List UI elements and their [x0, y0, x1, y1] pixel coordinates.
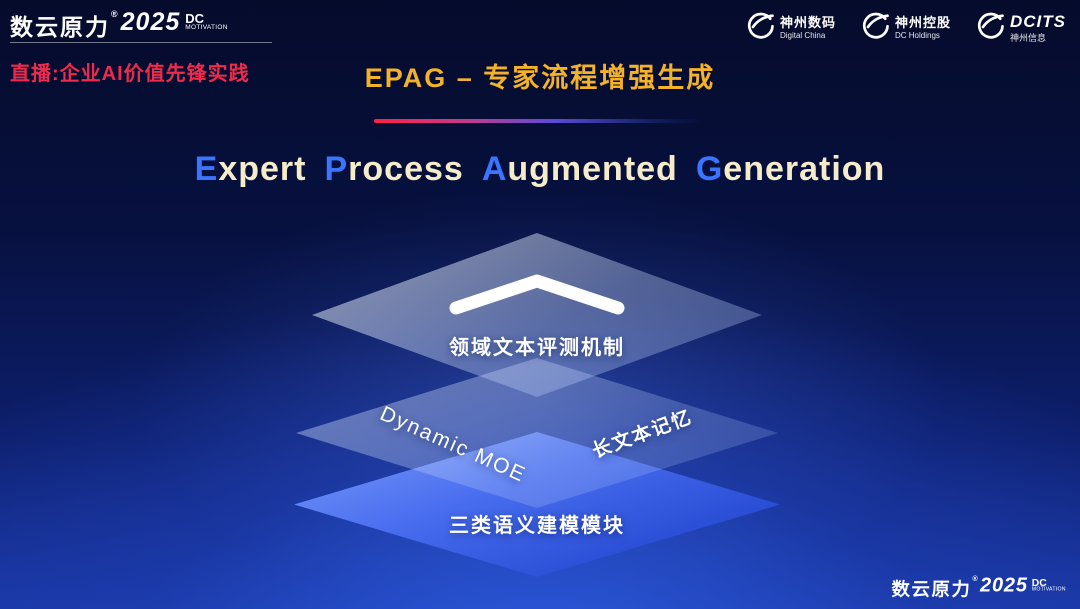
digital-china-swoosh-icon: [747, 12, 774, 44]
partner-logos: 神州数码 Digital China 神州控股 DC Holdings: [747, 12, 1066, 44]
brand-year: 2025: [980, 573, 1029, 597]
dc-holdings-swoosh-icon: [862, 12, 889, 44]
subtitle-expansion: Expert Process Augmented Generation: [0, 150, 1080, 189]
brand-dc-motivation: DC MOTIVATION: [1032, 577, 1066, 593]
bottom-layer-label: 三类语义建模模块: [449, 515, 625, 537]
brand-motivation: MOTIVATION: [185, 24, 228, 31]
registered-mark: ®: [111, 9, 118, 19]
brand-dc: DC: [1032, 576, 1048, 589]
logo-text: 神州控股 DC Holdings: [895, 15, 951, 40]
brand-year: 2025: [120, 8, 181, 36]
logo-text: DCITS 神州信息: [1010, 12, 1066, 43]
brand-dc: DC: [185, 11, 205, 26]
subtitle-rest: eneration: [723, 150, 886, 188]
logo-name: DCITS: [1010, 12, 1066, 32]
registered-mark: ®: [972, 574, 978, 583]
subtitle-capital: A: [481, 150, 508, 188]
brand-cn-text: 数云原力: [891, 578, 972, 600]
logo-name: 神州数码: [779, 15, 836, 31]
subtitle-rest: xpert: [218, 150, 307, 188]
subtitle-word: Generation: [696, 150, 886, 188]
subtitle-capital: P: [324, 150, 349, 188]
brand-dc-motivation: DC MOTIVATION: [185, 12, 227, 32]
logo-text: 神州数码 Digital China: [780, 15, 836, 40]
logo-dcits: DCITS 神州信息: [977, 12, 1066, 44]
dcits-swoosh-icon: [977, 12, 1004, 44]
logo-subtitle: DC Holdings: [894, 31, 940, 40]
chevron-up-icon: [442, 268, 632, 325]
logo-name: 神州控股: [894, 15, 951, 31]
subtitle-capital: G: [695, 150, 724, 188]
subtitle-word: Augmented: [482, 150, 678, 188]
brand-cn-text: 数云原力: [10, 14, 110, 40]
subtitle-rest: ugmented: [507, 150, 678, 188]
subtitle-word: Expert: [195, 150, 307, 188]
brand-logo-top-left: 数云原力 ® 2025 DC MOTIVATION: [10, 8, 228, 42]
gradient-divider: [374, 119, 702, 123]
logo-subtitle: 神州信息: [1010, 32, 1047, 43]
logo-subtitle: Digital China: [779, 31, 826, 40]
subtitle-word: Process: [324, 150, 463, 188]
brand-underline: [10, 42, 272, 43]
page-title: EPAG – 专家流程增强生成: [364, 63, 716, 93]
live-stream-label: 直播:企业AI价值先锋实践: [10, 63, 250, 85]
brand-motivation: MOTIVATION: [1032, 586, 1066, 593]
logo-digital-china: 神州数码 Digital China: [747, 12, 836, 44]
brand-logo-bottom-right: 数云原力 ® 2025 DC MOTIVATION: [892, 574, 1066, 601]
subtitle-capital: E: [194, 150, 219, 188]
subtitle-rest: rocess: [348, 150, 464, 188]
top-layer-label: 领域文本评测机制: [449, 337, 625, 359]
logo-dc-holdings: 神州控股 DC Holdings: [862, 12, 951, 44]
